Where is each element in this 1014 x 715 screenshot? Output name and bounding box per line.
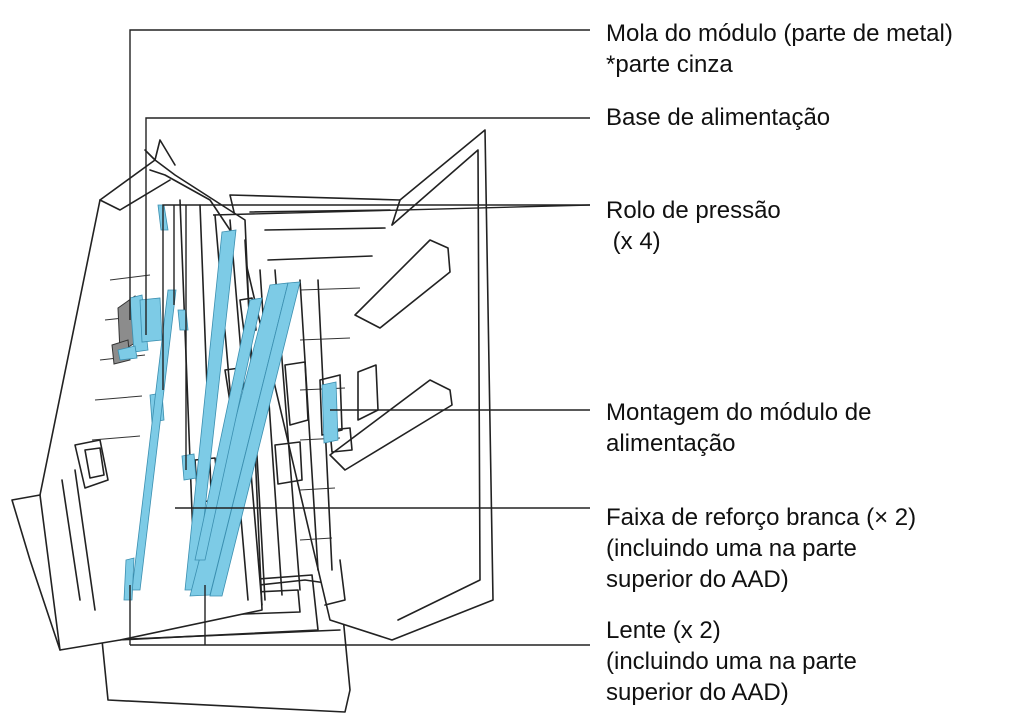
callout-white-backing-strip: Faixa de reforço branca (× 2) (incluindo…: [606, 502, 1006, 595]
callout-feed-module-assembly-line-1: Montagem do módulo de: [606, 399, 872, 426]
callout-lens: Lente (x 2) (incluindo uma na parte supe…: [606, 615, 1006, 708]
callout-pressure-roller-line-1: Rolo de pressão: [606, 197, 781, 224]
callout-module-spring: Mola do módulo (parte de metal) *parte c…: [606, 18, 1006, 80]
callout-feed-module-assembly-line-2: alimentação: [606, 430, 736, 457]
callout-white-backing-strip-line-3: superior do AAD): [606, 566, 789, 593]
leader-lines: [129, 29, 591, 646]
callout-pressure-roller-line-2: (x 4): [606, 228, 661, 255]
callout-white-backing-strip-line-2: (incluindo uma na parte: [606, 535, 857, 562]
highlighted-parts: [117, 204, 339, 601]
callout-module-spring-line-1: Mola do módulo (parte de metal): [606, 20, 953, 47]
callout-module-spring-line-2: *parte cinza: [606, 51, 733, 78]
callout-feed-base-line-1: Base de alimentação: [606, 104, 831, 131]
callout-feed-base: Base de alimentação: [606, 102, 1006, 133]
callout-lens-line-1: Lente (x 2): [606, 617, 721, 644]
callout-lens-line-2: (incluindo uma na parte: [606, 648, 857, 675]
callout-lens-line-3: superior do AAD): [606, 679, 789, 706]
callout-pressure-roller: Rolo de pressão (x 4): [606, 195, 1006, 257]
callout-white-backing-strip-line-1: Faixa de reforço branca (× 2): [606, 504, 917, 531]
adf-lid: [229, 129, 494, 641]
callout-feed-module-assembly: Montagem do módulo de alimentação: [606, 397, 1006, 459]
